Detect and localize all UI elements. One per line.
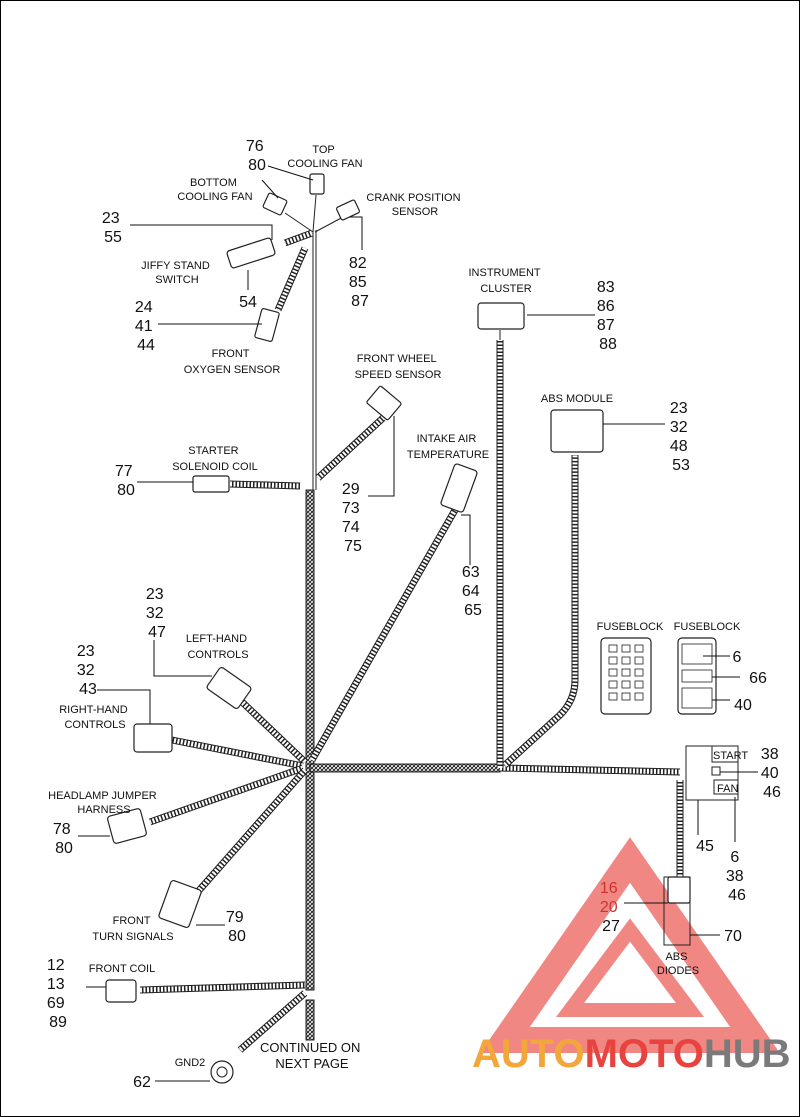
callout-relay-side: 38 40 46 xyxy=(761,746,783,801)
callout-left-hand: 23 32 47 xyxy=(146,586,168,641)
label-right-hand: RIGHT-HAND CONTROLS xyxy=(59,704,131,731)
callout-crank: 82 85 87 xyxy=(349,255,371,310)
callout-fuse-66: 66 xyxy=(749,670,767,687)
callout-wheel-speed: 29 73 74 75 xyxy=(342,481,364,555)
label-cluster: INSTRUMENT CLUSTER xyxy=(469,267,544,295)
callout-relay-below: 6 38 46 xyxy=(726,849,748,904)
label-starter: STARTER SOLENOID COIL xyxy=(172,445,258,473)
callout-front-coil: 12 13 69 89 xyxy=(47,957,69,1031)
main-harness xyxy=(305,230,681,1041)
component-labels: TOP COOLING FAN BOTTOM COOLING FAN CRANK… xyxy=(48,144,741,1071)
abs-diodes-connector xyxy=(667,876,691,904)
label-oxygen: FRONT OXYGEN SENSOR xyxy=(184,348,281,376)
callout-right-hand: 23 32 43 xyxy=(77,643,99,698)
callout-headlamp: 78 80 xyxy=(53,821,75,857)
cluster-connector xyxy=(477,302,525,330)
front-coil-connector xyxy=(105,979,137,1003)
callout-relay-45: 45 xyxy=(696,838,714,855)
headlamp-connector xyxy=(107,808,147,844)
abs-diodes-box xyxy=(663,876,691,946)
callout-abs-module: 23 32 48 53 xyxy=(670,400,692,474)
callout-top-fan: 76 80 xyxy=(246,138,268,174)
callout-diodes-left: 16 20 27 xyxy=(600,880,622,935)
fuseblock-left xyxy=(600,637,652,715)
label-top-fan: TOP COOLING FAN xyxy=(287,144,362,170)
top-fan-connector xyxy=(309,173,325,195)
label-headlamp: HEADLAMP JUMPER HARNESS xyxy=(48,790,160,816)
callout-gnd: 62 xyxy=(133,1074,151,1091)
relay-box: START FAN xyxy=(685,745,748,801)
label-wheel-speed: FRONT WHEEL SPEED SENSOR xyxy=(355,353,442,381)
callout-oxygen: 24 41 44 xyxy=(135,299,157,354)
callout-numbers: 76 80 23 55 54 24 41 44 82 85 87 83 86 8… xyxy=(47,138,783,1091)
intake-connector xyxy=(440,463,478,513)
callout-jiffy-top: 23 55 xyxy=(102,210,124,246)
oxygen-connector xyxy=(254,308,280,342)
abs-module-connector xyxy=(550,409,604,453)
label-intake: INTAKE AIR TEMPERATURE xyxy=(407,433,489,461)
label-crank: CRANK POSITION SENSOR xyxy=(366,192,463,218)
callout-diodes-70: 70 xyxy=(724,928,742,945)
label-left-hand: LEFT-HAND CONTROLS xyxy=(186,633,250,661)
label-gnd2: GND2 xyxy=(175,1057,206,1069)
callout-intake: 63 64 65 xyxy=(462,564,484,619)
callout-fuse-6: 6 xyxy=(733,649,742,666)
label-front-coil: FRONT COIL xyxy=(89,963,155,975)
callout-fuse-40: 40 xyxy=(734,697,752,714)
relay-fan-label: FAN xyxy=(717,783,738,795)
relay-start-label: START xyxy=(713,750,748,762)
fuseblock-right xyxy=(677,637,717,715)
label-fuseblock-left: FUSEBLOCK xyxy=(597,621,664,633)
callout-jiffy-54: 54 xyxy=(239,294,257,311)
watermark-logo xyxy=(480,837,780,1053)
label-continued: CONTINUED ON NEXT PAGE xyxy=(260,1040,364,1071)
leader-lines xyxy=(78,165,758,1082)
left-hand-connector xyxy=(206,667,252,709)
watermark-text: AUTOMOTOHUB xyxy=(472,1032,791,1076)
turn-connector xyxy=(158,879,202,929)
branch-harnesses xyxy=(139,194,684,1053)
label-jiffy: JIFFY STAND SWITCH xyxy=(141,260,213,286)
wheel-speed-connector xyxy=(366,385,402,421)
callout-turn: 79 80 xyxy=(226,909,248,945)
jiffy-connector xyxy=(226,237,276,269)
label-fuseblock-right: FUSEBLOCK xyxy=(674,621,741,633)
starter-connector xyxy=(192,475,230,493)
callout-starter: 77 80 xyxy=(115,463,137,499)
crank-connector xyxy=(336,199,360,221)
label-bottom-fan: BOTTOM COOLING FAN xyxy=(177,177,252,203)
right-hand-connector xyxy=(133,723,173,753)
connectors xyxy=(105,173,691,1084)
bottom-fan-connector xyxy=(262,192,288,216)
label-abs-diodes: ABS DIODES xyxy=(657,951,699,977)
label-turn: FRONT TURN SIGNALS xyxy=(92,915,173,943)
svg-text:AUTOMOTOHUB: AUTOMOTOHUB xyxy=(472,1032,791,1076)
label-abs-module: ABS MODULE xyxy=(541,393,613,405)
callout-cluster: 83 86 87 88 xyxy=(597,279,619,353)
